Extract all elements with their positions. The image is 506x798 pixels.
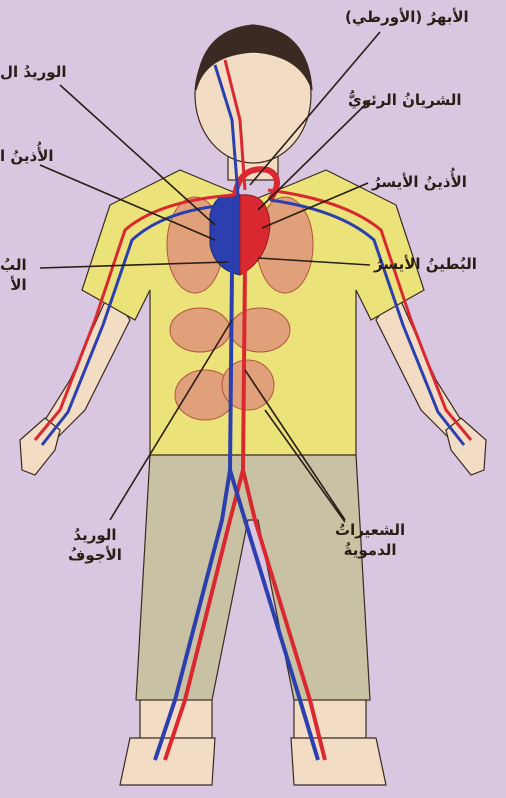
label-cut-right-atrium: الأُذينُ ا bbox=[0, 146, 54, 166]
right-foot bbox=[120, 738, 215, 785]
label-aorta: الأبهرُ (الأورطي) bbox=[345, 7, 469, 27]
label-vena-cava: الوريدُ الأجوفُ bbox=[68, 525, 122, 566]
label-cut-right-ventricle: البُ الأ bbox=[0, 255, 27, 296]
label-left-ventricle: البُطينُ الأيسرُ bbox=[374, 254, 477, 274]
label-cut-right-ventricle-line1: البُ bbox=[0, 255, 27, 275]
label-capillaries-line1: الشعيراتُ bbox=[335, 520, 405, 540]
label-left-atrium: الأُذينُ الأيسرُ bbox=[372, 172, 467, 192]
label-pulmonary-artery: الشريانُ الرئويُّ bbox=[348, 90, 462, 110]
label-cut-right-ventricle-line2: الأ bbox=[0, 275, 27, 295]
label-vena-cava-line2: الأجوفُ bbox=[68, 545, 122, 565]
upper-organ-right bbox=[170, 308, 230, 352]
upper-organ-left bbox=[230, 308, 290, 352]
right-leg bbox=[140, 700, 212, 740]
label-capillaries: الشعيراتُ الدمويةُ bbox=[335, 520, 405, 561]
left-foot bbox=[291, 738, 386, 785]
label-capillaries-line2: الدمويةُ bbox=[335, 540, 405, 560]
label-cut-pulmonary-vein: الوريدُ ال bbox=[0, 62, 67, 82]
label-vena-cava-line1: الوريدُ bbox=[68, 525, 122, 545]
